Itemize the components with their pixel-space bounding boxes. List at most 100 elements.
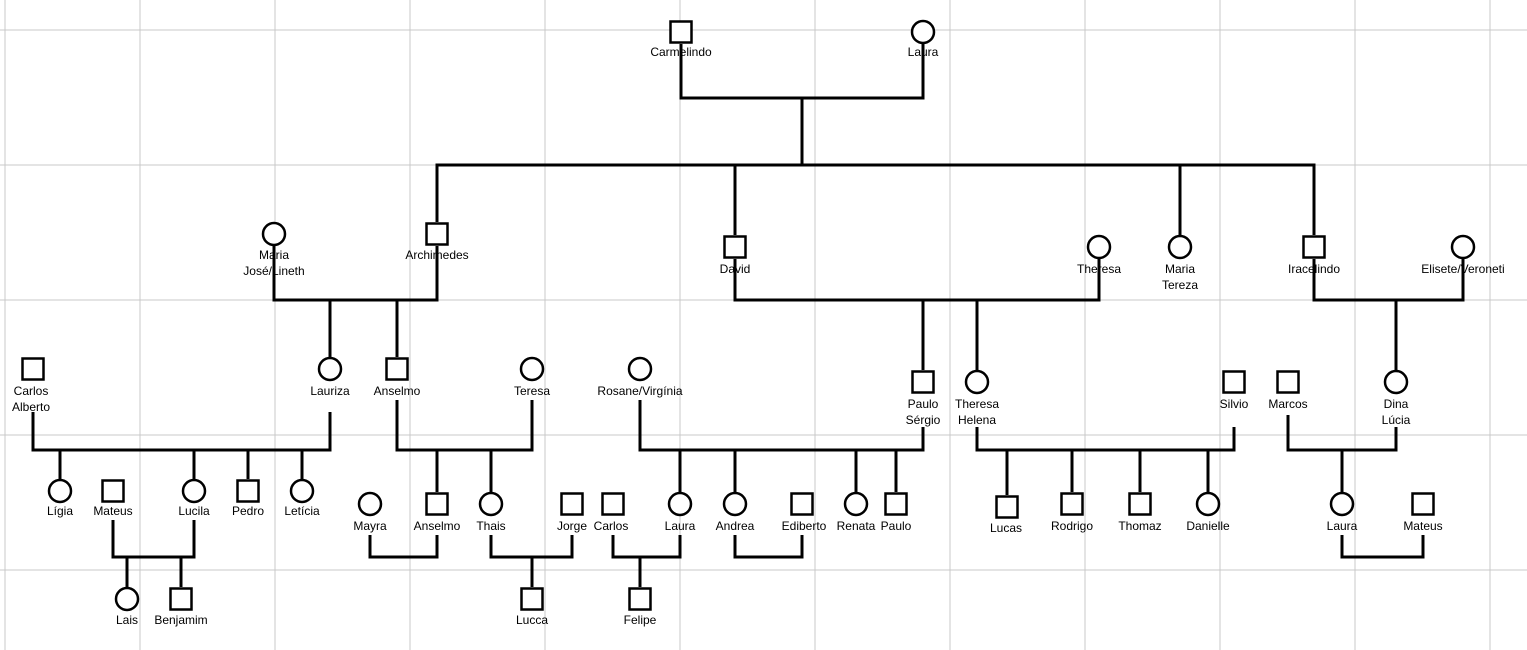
member-label-thais: Thais (476, 519, 505, 533)
female-node-maria_jose (261, 221, 287, 247)
male-node-carlos_g4 (601, 492, 625, 516)
member-label-laura_g1: Laura (908, 45, 939, 59)
member-label-anselmo_g4: Anselmo (414, 519, 461, 533)
female-node-laura_g4 (667, 491, 693, 517)
connector-line (489, 535, 574, 559)
female-node-maria_tereza (1167, 234, 1193, 260)
connector-line (975, 427, 1236, 452)
member-label-silvio: Silvio (1220, 397, 1249, 411)
member-label-benjamim: Benjamim (154, 613, 207, 627)
male-node-felipe (628, 587, 652, 611)
male-node-carmelindo (669, 20, 693, 44)
member-label-mateus_g4b: Mateus (1403, 519, 1442, 533)
female-node-mayra (357, 491, 383, 517)
male-node-marcos (1276, 370, 1300, 394)
male-node-carlos_alberto (21, 357, 45, 381)
connector-line (111, 520, 196, 559)
male-node-iracelindo (1302, 235, 1326, 259)
male-node-thomaz (1128, 492, 1152, 516)
member-label-paulo: Paulo (881, 519, 912, 533)
male-node-paulo (884, 492, 908, 516)
member-label-lauriza: Lauriza (310, 384, 350, 398)
member-label-anselmo_g3: Anselmo (374, 384, 421, 398)
member-label-carlos_alberto: Alberto (12, 400, 50, 414)
female-node-dina_lucia (1383, 369, 1409, 395)
male-node-archimedes (425, 222, 449, 246)
connector-line (395, 400, 534, 452)
connector-line (1312, 259, 1465, 302)
member-label-mateus_g4: Mateus (93, 504, 132, 518)
member-label-paulo_sergio: Paulo (908, 397, 939, 411)
male-node-mateus_g4b (1411, 492, 1435, 516)
connector-line (435, 163, 1316, 235)
member-label-rosane: Rosane/Virgínia (597, 384, 682, 398)
member-label-andrea: Andrea (716, 519, 755, 533)
member-label-mayra: Mayra (353, 519, 387, 533)
male-node-pedro (236, 479, 260, 503)
female-node-leticia (289, 478, 315, 504)
member-label-lucas: Lucas (990, 521, 1022, 535)
connector-line (31, 412, 332, 452)
member-label-ligia: Lígia (47, 504, 73, 518)
member-label-carmelindo: Carmelindo (650, 45, 712, 59)
member-label-danielle: Danielle (1186, 519, 1230, 533)
member-label-lucila: Lucila (178, 504, 210, 518)
member-label-laura_g4: Laura (665, 519, 696, 533)
member-label-dina_lucia: Dina (1384, 397, 1409, 411)
member-label-rodrigo: Rodrigo (1051, 519, 1093, 533)
male-node-ediberto (790, 492, 814, 516)
connector-line (733, 535, 804, 559)
member-label-felipe: Felipe (624, 613, 657, 627)
member-label-jorge: Jorge (557, 519, 587, 533)
member-label-lais: Lais (116, 613, 138, 627)
member-label-david: David (720, 262, 751, 276)
female-node-andrea (722, 491, 748, 517)
male-node-paulo_sergio (911, 370, 935, 394)
male-node-anselmo_g4 (425, 492, 449, 516)
member-label-teresa: Teresa (514, 384, 550, 398)
female-node-thais (478, 491, 504, 517)
member-label-theresa_helena: Theresa (955, 397, 999, 411)
male-node-lucca (520, 587, 544, 611)
member-label-carlos_g4: Carlos (594, 519, 629, 533)
female-node-laura_g4b (1329, 491, 1355, 517)
female-node-teresa (519, 356, 545, 382)
member-label-carlos_alberto: Carlos (14, 384, 49, 398)
member-label-ediberto: Ediberto (782, 519, 827, 533)
member-label-maria_jose: Maria (259, 248, 289, 262)
member-label-maria_jose: José/Lineth (243, 264, 304, 278)
male-node-benjamim (169, 587, 193, 611)
member-label-lucca: Lucca (516, 613, 548, 627)
connector-line (733, 259, 1101, 302)
connector-line (638, 400, 925, 452)
male-node-lucas (995, 495, 1019, 519)
member-label-renata: Renata (837, 519, 876, 533)
member-label-paulo_sergio: Sérgio (906, 413, 941, 427)
male-node-silvio (1222, 370, 1246, 394)
member-label-maria_tereza: Tereza (1162, 278, 1198, 292)
female-node-lais (114, 586, 140, 612)
member-label-archimedes: Archimedes (405, 248, 468, 262)
connector-line (611, 535, 682, 559)
member-label-theresa: Theresa (1077, 262, 1121, 276)
connector-line (1286, 415, 1398, 452)
connector-line (368, 535, 439, 559)
female-node-laura_g1 (910, 19, 936, 45)
male-node-david (723, 235, 747, 259)
male-node-anselmo_g3 (385, 357, 409, 381)
female-node-danielle (1195, 491, 1221, 517)
member-label-elisete: Elisete/Veroneti (1421, 262, 1504, 276)
member-label-maria_tereza: Maria (1165, 262, 1195, 276)
female-node-rosane (627, 356, 653, 382)
member-label-thomaz: Thomaz (1118, 519, 1161, 533)
member-label-iracelindo: Iracelindo (1288, 262, 1340, 276)
member-label-dina_lucia: Lúcia (1382, 413, 1411, 427)
connector-line (272, 246, 439, 302)
member-label-theresa_helena: Helena (958, 413, 996, 427)
connector-line (1340, 535, 1425, 559)
male-node-jorge (560, 492, 584, 516)
female-node-ligia (47, 478, 73, 504)
male-node-rodrigo (1060, 492, 1084, 516)
